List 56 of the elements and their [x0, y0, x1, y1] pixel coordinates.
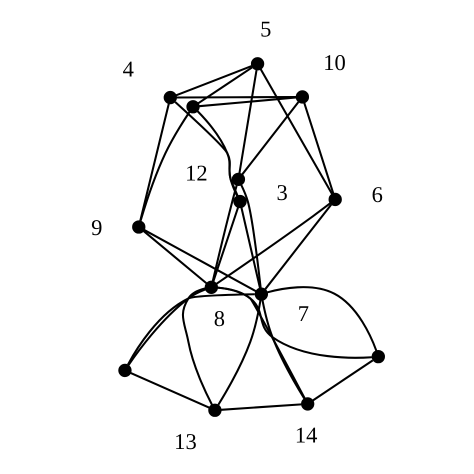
connector: [238, 70, 258, 174]
node-circle: [301, 397, 314, 411]
node-label: 3: [276, 180, 288, 206]
node-circle: [250, 57, 264, 70]
connector: [241, 102, 300, 176]
connector: [130, 372, 210, 409]
connector: [267, 286, 378, 352]
connector: [240, 184, 262, 288]
node-circle: [204, 280, 218, 294]
connector: [127, 293, 255, 366]
connector: [128, 288, 206, 366]
node-label: 13: [174, 428, 197, 454]
node-circle: [328, 192, 342, 206]
connector: [139, 103, 170, 221]
node-circle: [296, 90, 310, 104]
node-label: 5: [260, 16, 272, 42]
connector: [174, 101, 238, 196]
node-label: 14: [294, 422, 318, 448]
node-label: 9: [91, 214, 102, 240]
node-circle: [233, 194, 247, 208]
node-circle: [372, 350, 385, 364]
node-label: 8: [214, 306, 225, 331]
node-label: 6: [372, 182, 383, 207]
node-circle: [186, 100, 200, 114]
connector: [240, 208, 261, 288]
node-label: 10: [323, 50, 346, 75]
node-circle: [118, 364, 132, 378]
connector: [262, 300, 306, 400]
connector: [199, 96, 296, 108]
connector: [198, 66, 253, 104]
connector: [182, 287, 213, 406]
node-circle: [254, 288, 268, 301]
connector: [217, 300, 262, 406]
connector: [217, 286, 306, 399]
connector: [144, 229, 256, 292]
connector: [212, 207, 239, 282]
node-label: 4: [122, 56, 134, 82]
connector: [264, 204, 332, 290]
node-circle: [232, 172, 246, 186]
connector: [176, 65, 252, 96]
connector: [303, 102, 334, 194]
node-label: 7: [298, 301, 310, 326]
connector: [217, 286, 372, 359]
connector: [212, 185, 238, 282]
connector: [216, 202, 331, 285]
connector: [140, 111, 190, 222]
node-circle: [208, 404, 222, 417]
node-label: 12: [185, 160, 208, 186]
connector: [312, 360, 374, 402]
connector: [196, 110, 238, 196]
node-circle: [164, 90, 177, 104]
connector: [142, 230, 208, 284]
node-circle: [132, 220, 146, 234]
connector: [260, 68, 333, 194]
connector: [221, 403, 302, 411]
connector: [176, 96, 296, 99]
